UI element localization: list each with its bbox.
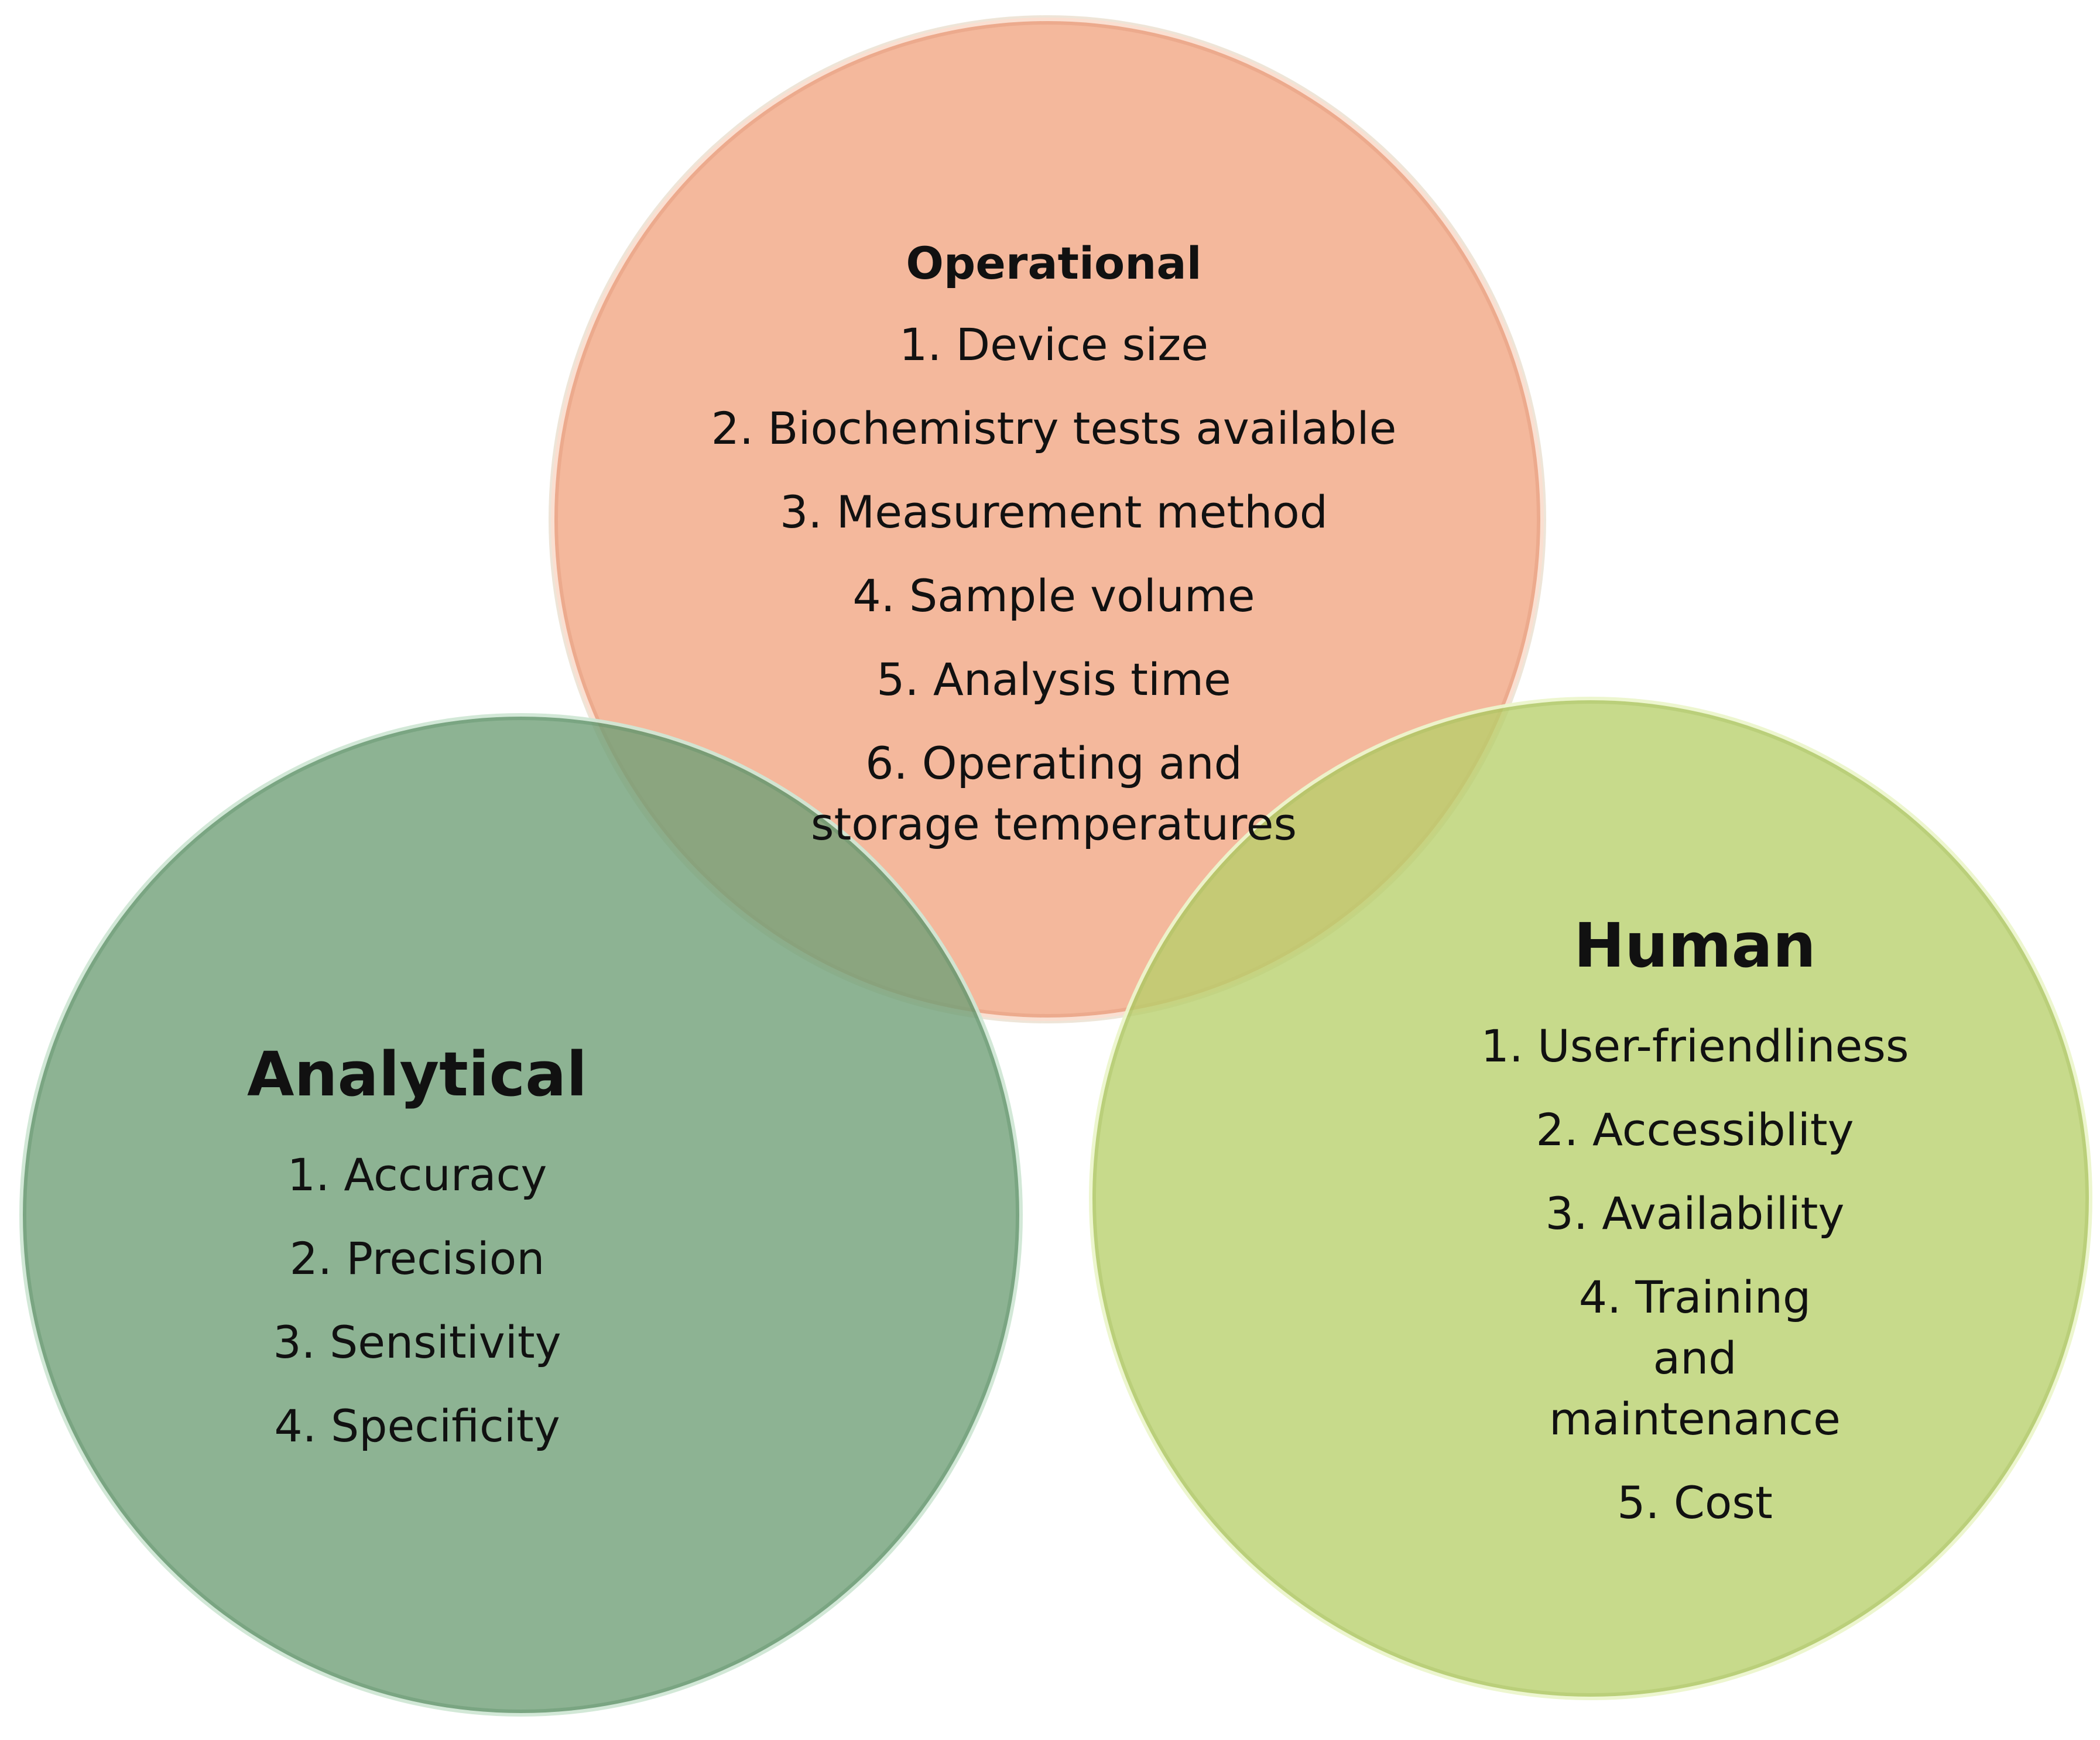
human-item-cost: 5. Cost [1617,1477,1773,1529]
human-circle [1089,697,2092,1700]
analytical-item-accuracy: 1. Accuracy [287,1149,547,1201]
human-item-user-friendliness: 1. User-friendliness [1481,1020,1909,1072]
analytical-item-sensitivity: 3. Sensitivity [273,1316,561,1368]
operational-item-device-size: 1. Device size [899,318,1209,371]
operational-item-measurement-method: 3. Measurement method [779,486,1328,538]
operational-item-biochemistry-tests: 2. Biochemistry tests available [711,402,1397,454]
human-heading: Human [1574,910,1816,981]
human-item-accessibility: 2. Accessiblity [1536,1104,1854,1156]
analytical-heading: Analytical [247,1039,587,1110]
human-item-availability: 3. Availability [1545,1187,1845,1239]
analytical-item-specificity: 4. Specificity [274,1400,560,1452]
operational-item-analysis-time: 5. Analysis time [876,653,1231,705]
operational-item-temperatures: 6. Operating and storage temperatures [810,737,1297,850]
operational-item-sample-volume: 4. Sample volume [852,570,1255,622]
analytical-text-block: Analytical 1. Accuracy 2. Precision 3. S… [152,1033,682,1479]
operational-text-block: Operational 1. Device size 2. Biochemist… [662,231,1446,878]
analytical-circle [19,713,1023,1717]
human-text-block: Human 1. User-friendliness 2. Accessibli… [1440,905,1950,1556]
human-item-training-maintenance: 4. Training and maintenance [1549,1271,1841,1445]
operational-heading: Operational [906,237,1202,289]
analytical-item-precision: 2. Precision [289,1232,545,1285]
